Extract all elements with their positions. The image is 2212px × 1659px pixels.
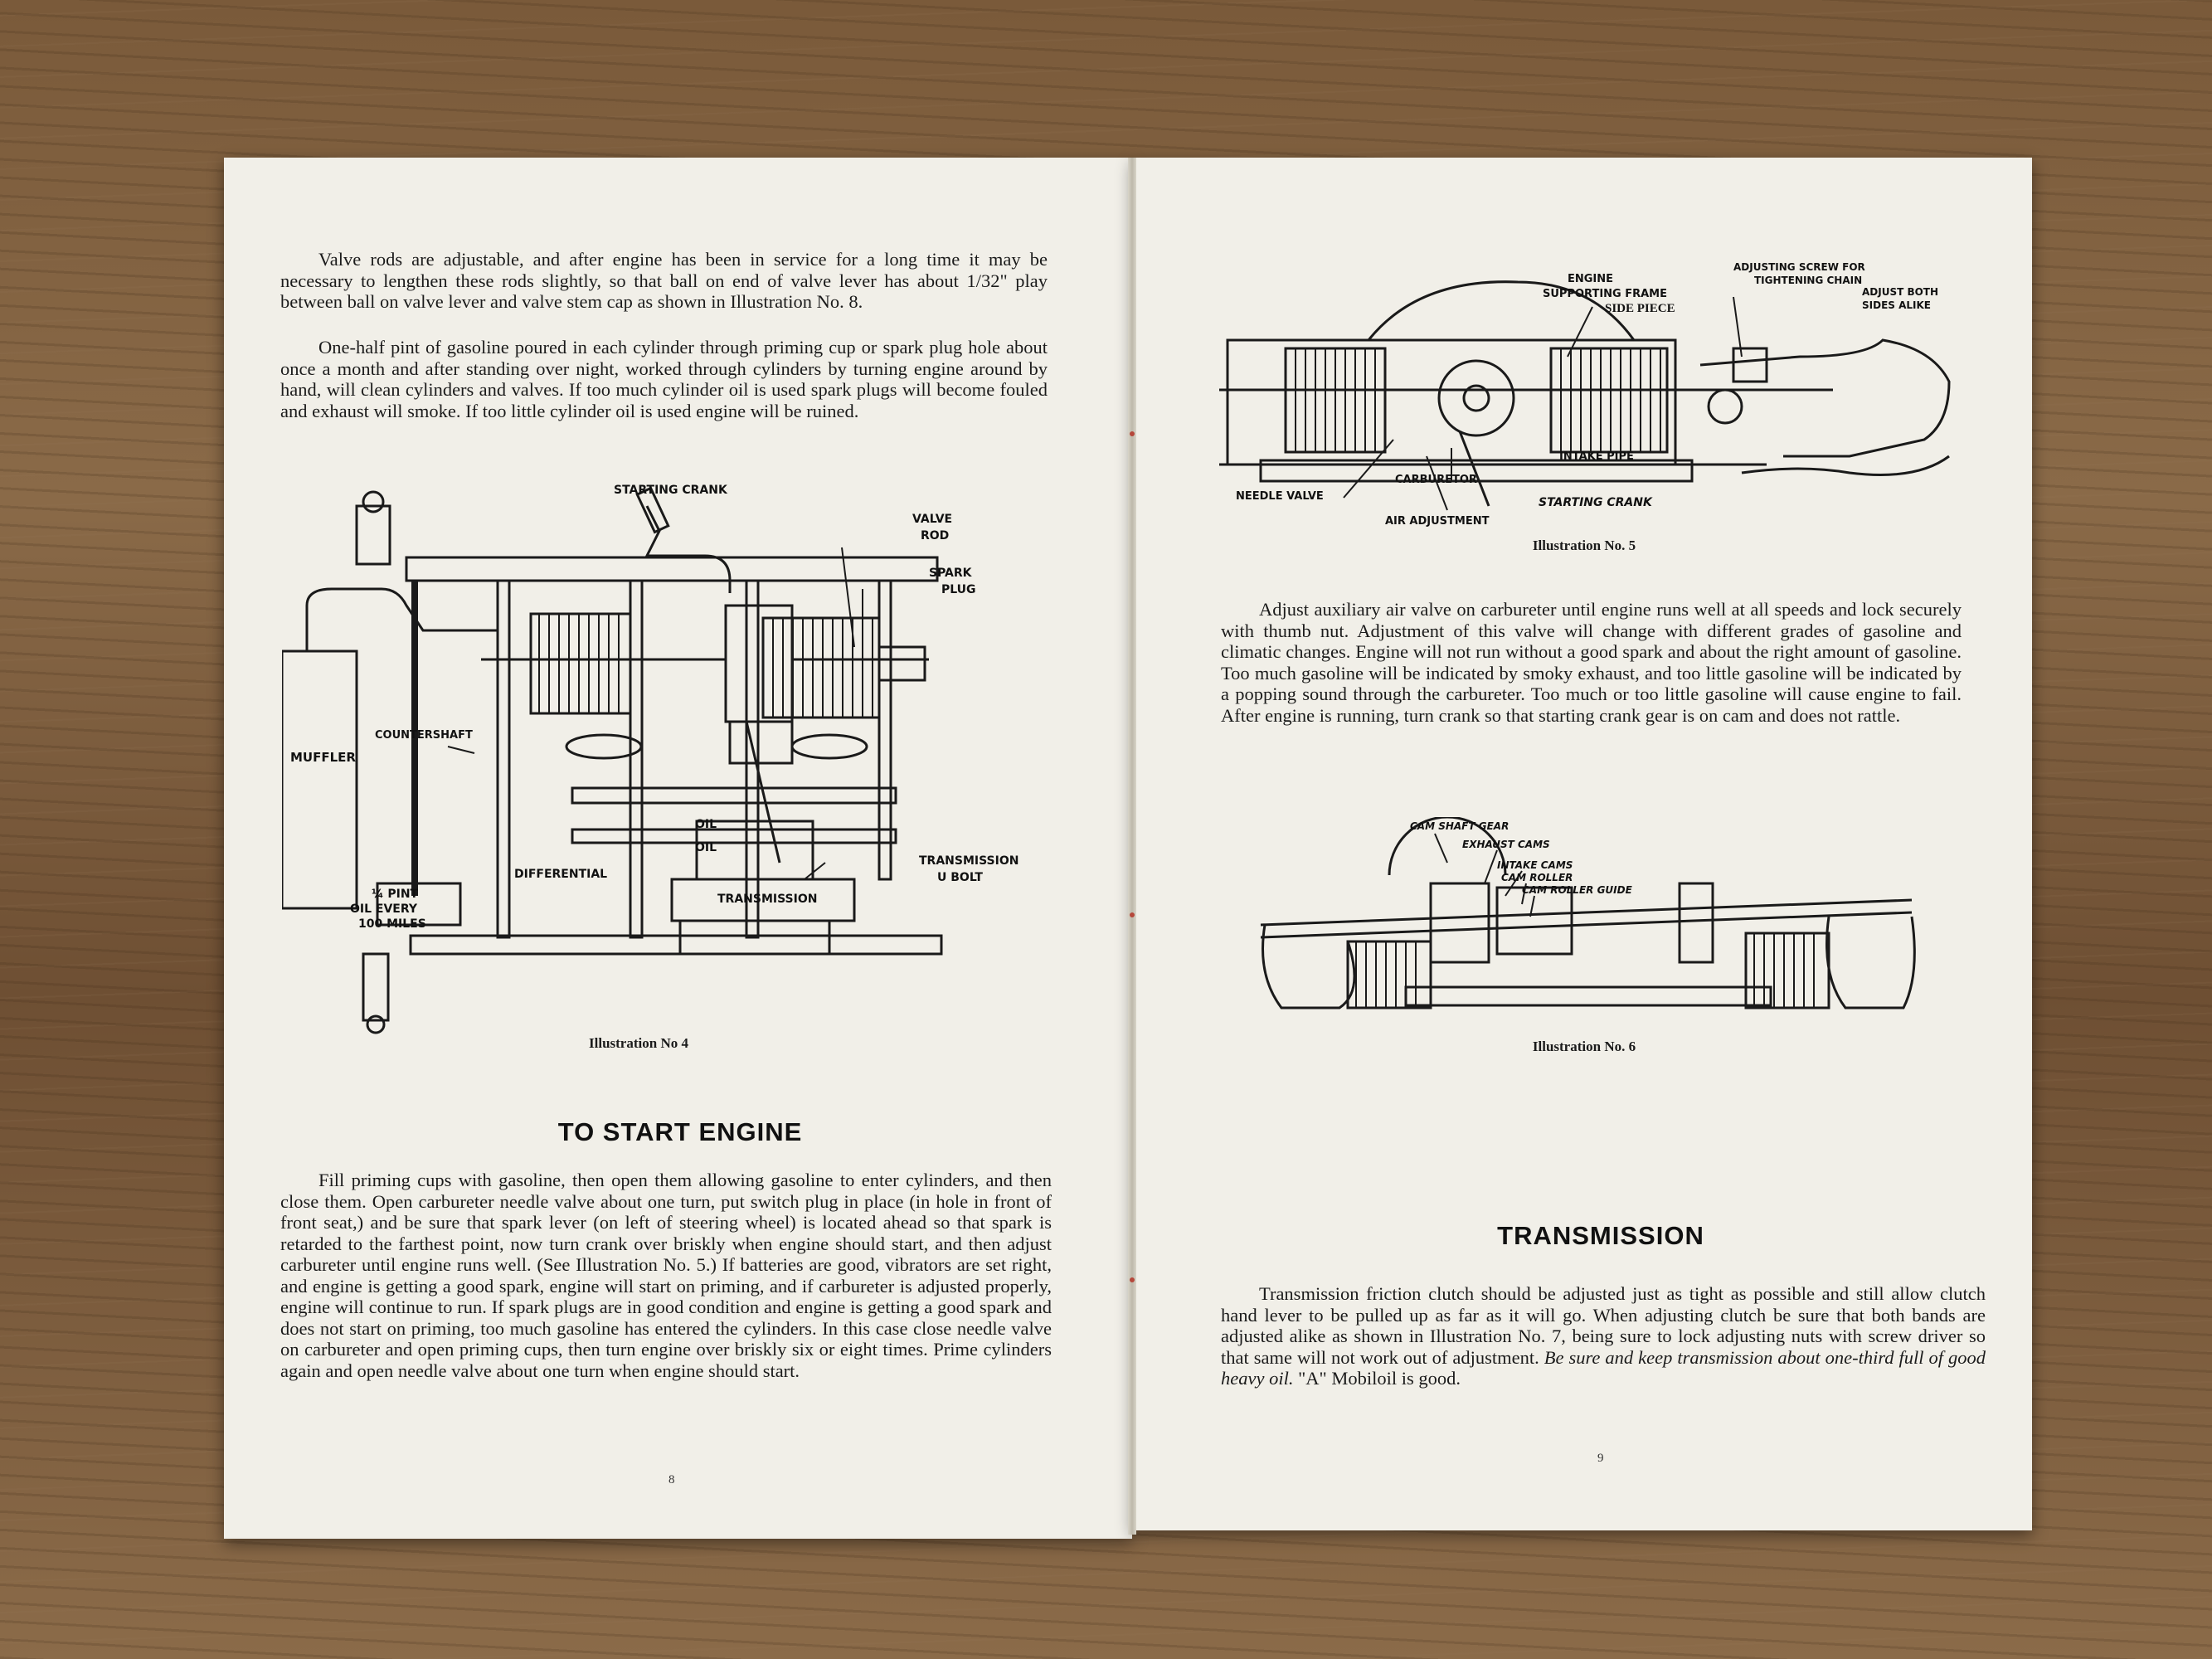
label-air-adjustment: AIR ADJUSTMENT [1385, 515, 1490, 528]
label-100-miles: 100 MILES [358, 917, 426, 931]
label-oil-every: OIL EVERY [350, 902, 418, 916]
label-cam-roller-guide: CAM ROLLER GUIDE [1522, 884, 1633, 896]
label-u-bolt: U BOLT [937, 871, 983, 884]
label-transmission-callout: TRANSMISSION [919, 854, 1018, 868]
label-cam-roller: CAM ROLLER [1501, 872, 1573, 883]
page-number-9: 9 [1597, 1452, 1604, 1465]
right-paragraph-2: Transmission friction clutch should be a… [1221, 1283, 1986, 1389]
staple-mark [1130, 431, 1135, 436]
label-valve: VALVE [912, 513, 952, 526]
label-exhaust-cams: EXHAUST CAMS [1462, 839, 1550, 850]
label-intake-pipe: INTAKE PIPE [1559, 450, 1634, 463]
label-adjusting-screw: ADJUSTING SCREW FOR [1733, 261, 1865, 273]
illustration-4-engine-diagram: STARTING CRANK VALVE ROD SPARK PLUG MUFF… [282, 484, 1018, 1034]
illustration-4-caption: Illustration No 4 [589, 1035, 688, 1051]
left-paragraph-2: One-half pint of gasoline poured in each… [280, 337, 1048, 421]
heading-to-start-engine: TO START ENGINE [557, 1117, 803, 1146]
illustration-6-caption: Illustration No. 6 [1532, 1039, 1636, 1054]
left-page [224, 158, 1132, 1539]
page-number-8: 8 [668, 1473, 675, 1486]
label-starting-crank-5: STARTING CRANK [1539, 496, 1653, 509]
label-transmission: TRANSMISSION [717, 893, 817, 906]
label-side-piece: SIDE PIECE [1605, 302, 1675, 315]
label-oil-1: OIL [695, 818, 717, 831]
booklet-spine [1128, 158, 1136, 1535]
label-supporting-frame: SUPPORTING FRAME [1543, 288, 1667, 300]
illustration-6-camshaft-diagram: CAM SHAFT GEAR EXHAUST CAMS INTAKE CAMS … [1260, 817, 1916, 1010]
label-needle-valve: NEEDLE VALVE [1236, 490, 1324, 503]
label-oil-2: OIL [695, 841, 717, 854]
label-sides-alike: SIDES ALIKE [1862, 299, 1931, 311]
label-spark: SPARK [929, 567, 973, 580]
heading-transmission: TRANSMISSION [1497, 1221, 1704, 1250]
illustration-5-engine-top-view: ENGINE SUPPORTING FRAME SIDE PIECE ADJUS… [1219, 261, 1951, 528]
label-countershaft: COUNTERSHAFT [375, 729, 473, 742]
label-muffler: MUFFLER [290, 750, 356, 765]
label-tightening-chain: TIGHTENING CHAIN [1754, 275, 1862, 286]
label-quarter-pint: ¼ PINT [372, 888, 419, 901]
left-paragraph-1: Valve rods are adjustable, and after eng… [280, 249, 1048, 312]
label-carburetor: CARBURETOR [1395, 474, 1477, 486]
label-cam-shaft-gear: CAM SHAFT GEAR [1410, 820, 1509, 832]
label-starting-crank: STARTING CRANK [614, 484, 728, 497]
left-paragraph-3: Fill priming cups with gasoline, then op… [280, 1170, 1052, 1381]
label-differential: DIFFERENTIAL [514, 868, 607, 881]
label-plug: PLUG [941, 583, 976, 596]
staple-mark [1130, 912, 1135, 917]
illustration-5-caption: Illustration No. 5 [1532, 538, 1636, 553]
label-rod: ROD [921, 529, 949, 542]
italic-oil-note: Be sure and keep transmission about one-… [1221, 1346, 1986, 1389]
label-adjust-both: ADJUST BOTH [1862, 286, 1938, 298]
label-intake-cams: INTAKE CAMS [1497, 859, 1573, 871]
label-engine: ENGINE [1568, 273, 1613, 285]
staple-mark [1130, 1277, 1135, 1282]
right-page [1132, 158, 2032, 1530]
right-paragraph-1: Adjust auxiliary air valve on carbureter… [1221, 599, 1962, 726]
